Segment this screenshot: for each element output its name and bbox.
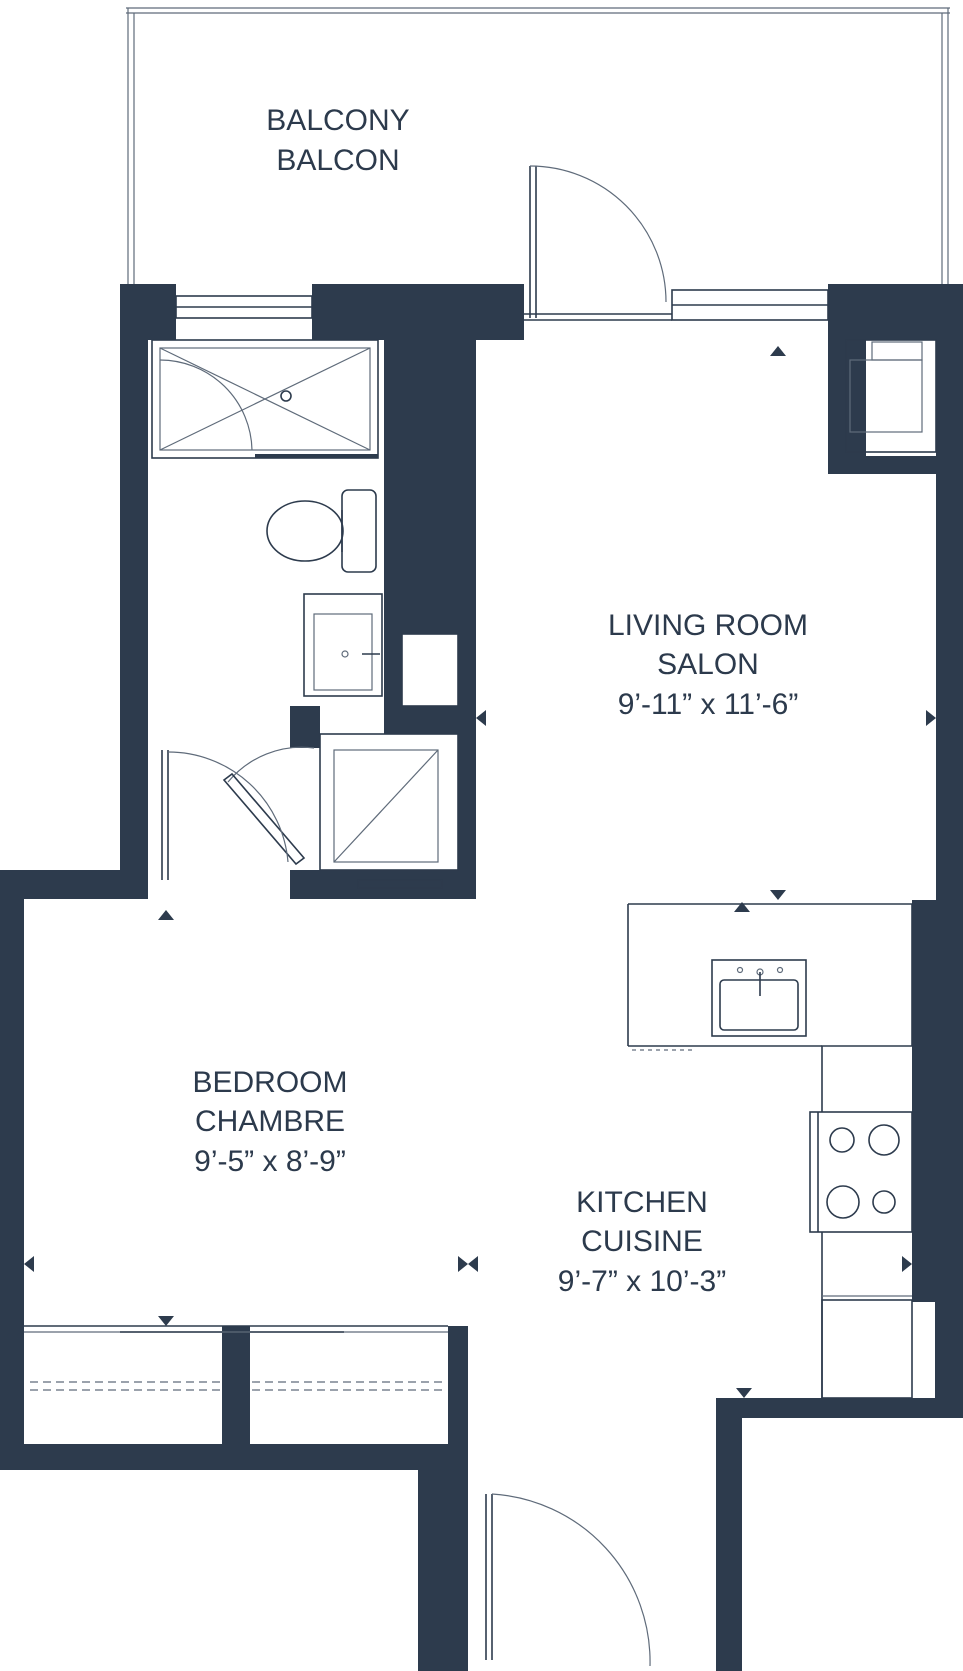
label-living-room: LIVING ROOM SALON 9’-11” x 11’-6” (608, 609, 808, 721)
dimension-arrow-icon (902, 1256, 912, 1272)
label-kitchen: KITCHEN CUISINE 9’-7” x 10’-3” (558, 1186, 726, 1298)
balcony-area (126, 7, 950, 285)
wall-corridor-left (418, 1466, 468, 1671)
burner-icon (872, 1190, 896, 1214)
wall-right-kitchen (912, 900, 963, 1302)
bedroom-door (161, 750, 289, 880)
wall-closet-right (458, 634, 476, 899)
shower-drain-icon (280, 390, 292, 402)
shower (151, 339, 379, 459)
stove (809, 1111, 913, 1233)
dimension-markers (24, 346, 936, 1398)
room-name-en: BALCONY (266, 104, 409, 137)
room-name-fr: BALCON (276, 144, 399, 177)
walls (0, 284, 963, 1671)
wall-right-upper (828, 284, 866, 474)
dimension-arrow-icon (458, 1256, 468, 1272)
wall-closet-bottom (290, 870, 476, 899)
wall-corridor-right (716, 1398, 742, 1671)
bathroom-door (222, 746, 315, 866)
kitchen-counter (627, 903, 913, 1399)
room-dimensions: 9’-11” x 11’-6” (618, 688, 799, 721)
bathroom-sink (303, 593, 383, 697)
windows (175, 289, 829, 321)
room-name-fr: CHAMBRE (195, 1105, 345, 1138)
burner-icon (829, 1127, 855, 1153)
room-name-fr: CUISINE (581, 1225, 703, 1258)
mechanical-unit (845, 339, 937, 453)
wall-niche-left (384, 634, 402, 706)
wall-niche-bottom (384, 706, 476, 734)
burner-icon (868, 1124, 900, 1156)
wall-right-notch (828, 456, 936, 474)
room-name-en: KITCHEN (576, 1186, 708, 1219)
dimension-arrow-icon (926, 710, 936, 726)
entry-door (485, 1493, 651, 1667)
label-balcony: BALCONY BALCON (266, 104, 409, 177)
toilet (266, 489, 377, 573)
wall-bedroom-top-left (0, 870, 148, 899)
room-dimensions: 9’-7” x 10’-3” (558, 1265, 726, 1298)
wall-right-living (936, 284, 963, 904)
dimension-arrow-icon (770, 346, 786, 356)
wall-bedroom-left (0, 870, 24, 1470)
dimension-arrow-icon (158, 910, 174, 920)
wall-bathroom-left (120, 284, 148, 899)
dimension-arrow-icon (158, 1316, 174, 1326)
wall-bath-door-jamb (290, 706, 320, 748)
wall-closet-divider (222, 1326, 250, 1456)
label-bedroom: BEDROOM CHAMBRE 9’-5” x 8’-9” (192, 1066, 347, 1178)
room-dimensions: 9’-5” x 8’-9” (194, 1145, 346, 1178)
dimension-arrow-icon (476, 710, 486, 726)
bedroom-closet (24, 1325, 448, 1391)
room-name-fr: SALON (657, 648, 759, 681)
room-name-en: BEDROOM (192, 1066, 347, 1099)
washer-dryer (319, 733, 459, 889)
wall-kitchen-bottom (740, 1398, 963, 1418)
dimension-arrow-icon (468, 1256, 478, 1272)
fridge (821, 1299, 913, 1399)
bathroom-niche (401, 633, 459, 707)
balcony-door (524, 165, 672, 321)
burner-icon (826, 1185, 860, 1219)
kitchen-sink (711, 959, 807, 1037)
room-name-en: LIVING ROOM (608, 609, 808, 642)
wall-bathroom-living (384, 284, 476, 634)
dimension-arrow-icon (736, 1388, 752, 1398)
dimension-arrow-icon (24, 1256, 34, 1272)
dimension-arrow-icon (770, 890, 786, 900)
dimension-arrow-icon (734, 902, 750, 912)
